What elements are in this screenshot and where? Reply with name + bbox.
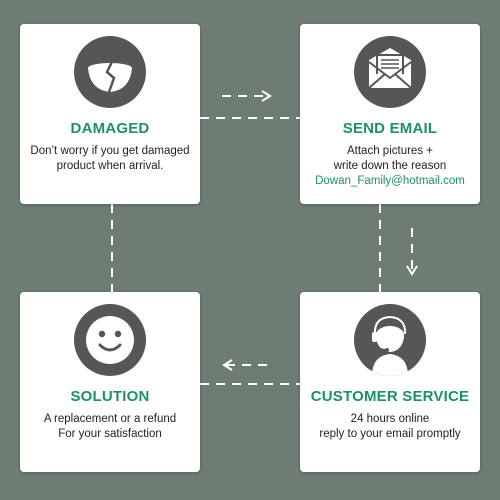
step-card-damaged: DAMAGED Don’t worry if you get damaged p…: [20, 24, 200, 204]
arrow-right-head: [261, 90, 272, 102]
step-title: SOLUTION: [70, 388, 150, 405]
step-description: Don’t worry if you get damaged product w…: [30, 145, 190, 172]
step-description: A replacement or a refund For your satis…: [43, 413, 177, 440]
step-description: Attach pictures + write down the reason …: [304, 144, 476, 189]
headset-agent-icon: [354, 304, 426, 376]
arrow-left-head: [222, 359, 233, 371]
envelope-icon: [354, 36, 426, 108]
smiley-face-icon: [74, 304, 146, 376]
step-card-customer-service: CUSTOMER SERVICE 24 hours online reply t…: [300, 292, 480, 472]
step-card-solution: SOLUTION A replacement or a refund For y…: [20, 292, 200, 472]
step-card-send-email: SEND EMAIL Attach pictures + write down …: [300, 24, 480, 204]
arrow-down-head: [406, 265, 418, 276]
support-email-link[interactable]: Dowan_Family@hotmail.com: [315, 175, 465, 187]
step-description: 24 hours online reply to your email prom…: [319, 413, 461, 440]
broken-bowl-icon: [74, 36, 146, 108]
step-title: CUSTOMER SERVICE: [310, 388, 470, 405]
step-title: DAMAGED: [70, 120, 150, 137]
step-title: SEND EMAIL: [342, 120, 438, 137]
